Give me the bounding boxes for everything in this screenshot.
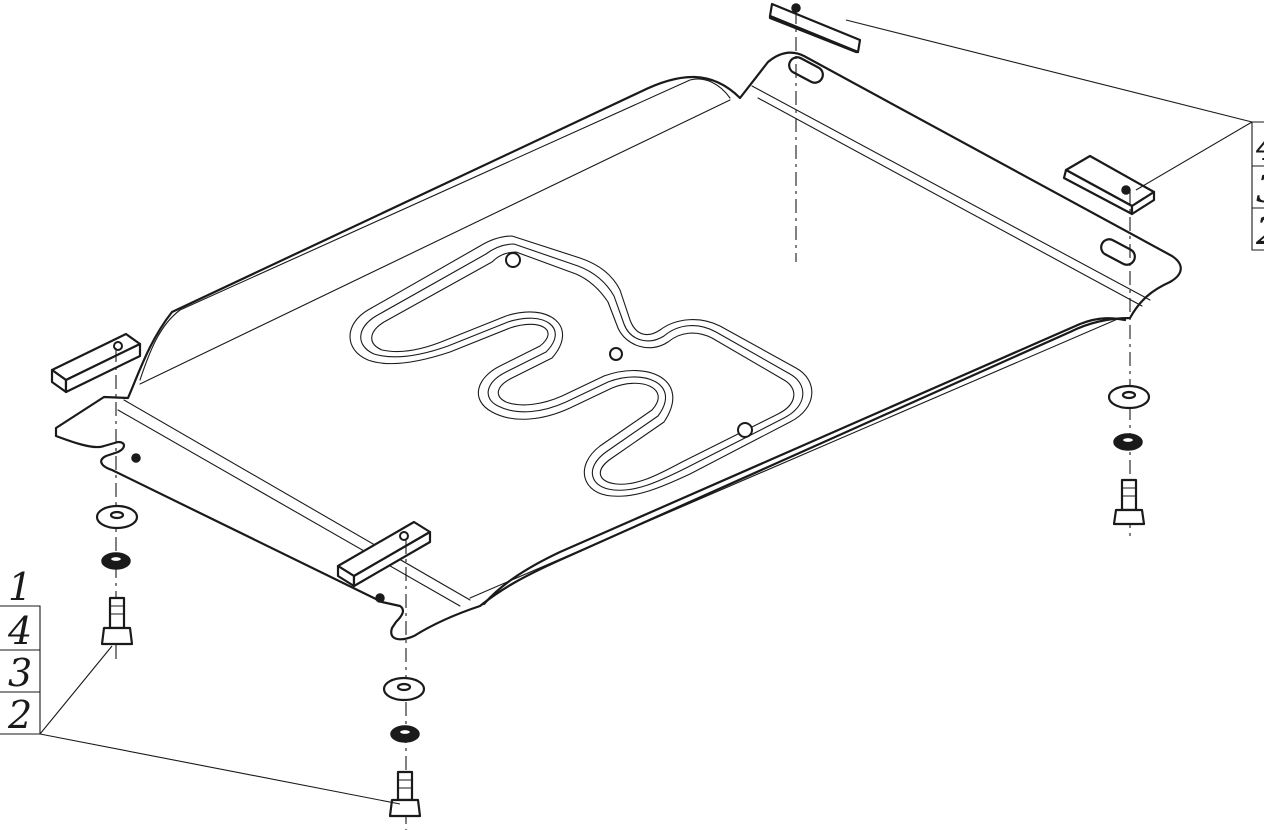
callout-right-1: 4	[1255, 125, 1264, 169]
hole-rear-1	[131, 453, 141, 463]
callout-left-4: 2	[7, 693, 32, 737]
plate-hole-2	[609, 347, 623, 361]
callout-right-3: 2	[1255, 209, 1264, 253]
nut-plate-left	[50, 332, 142, 394]
callout-table-right: 4 3 2	[1251, 121, 1264, 253]
front-wall-inner	[469, 317, 1121, 599]
left-wall-inner	[139, 78, 731, 381]
rear-flange-bend	[123, 399, 471, 601]
callout-left-2: 4	[7, 609, 32, 653]
plate-hole-3	[737, 422, 753, 438]
bolt-front-shank	[396, 770, 414, 802]
front-wall-top	[482, 317, 1127, 606]
nut-plate-front	[336, 520, 432, 588]
fastener-stack-front	[382, 676, 426, 818]
slot-top	[788, 56, 824, 84]
nut-plate-right	[1062, 154, 1156, 216]
callout-table-left: 1 4 3 2	[0, 565, 41, 737]
bolt-right-head	[1112, 508, 1146, 526]
nut-plate-top	[768, 2, 862, 54]
slot-right	[1100, 238, 1136, 266]
plate-hole-1	[505, 252, 521, 268]
callout-leaders	[39, 19, 1253, 805]
hole-rear-2	[375, 593, 385, 603]
left-bend-line	[139, 99, 731, 385]
callout-left-1: 1	[8, 565, 32, 609]
plate-outline	[54, 51, 1182, 641]
bolt-right-shank	[1120, 478, 1138, 512]
right-flange-bend-2	[757, 97, 1143, 307]
skid-plate	[54, 51, 1182, 641]
bolt-left-shank	[108, 596, 126, 630]
callout-left-3: 3	[8, 651, 32, 695]
bolt-left-head	[100, 626, 134, 646]
stiffening-emboss	[349, 235, 813, 497]
rear-flange-bend-2	[117, 409, 461, 607]
callout-right-2: 3	[1256, 167, 1264, 211]
fastener-stack-right	[1107, 384, 1151, 526]
fastener-stack-left	[95, 504, 139, 646]
right-flange-bend	[751, 85, 1151, 301]
